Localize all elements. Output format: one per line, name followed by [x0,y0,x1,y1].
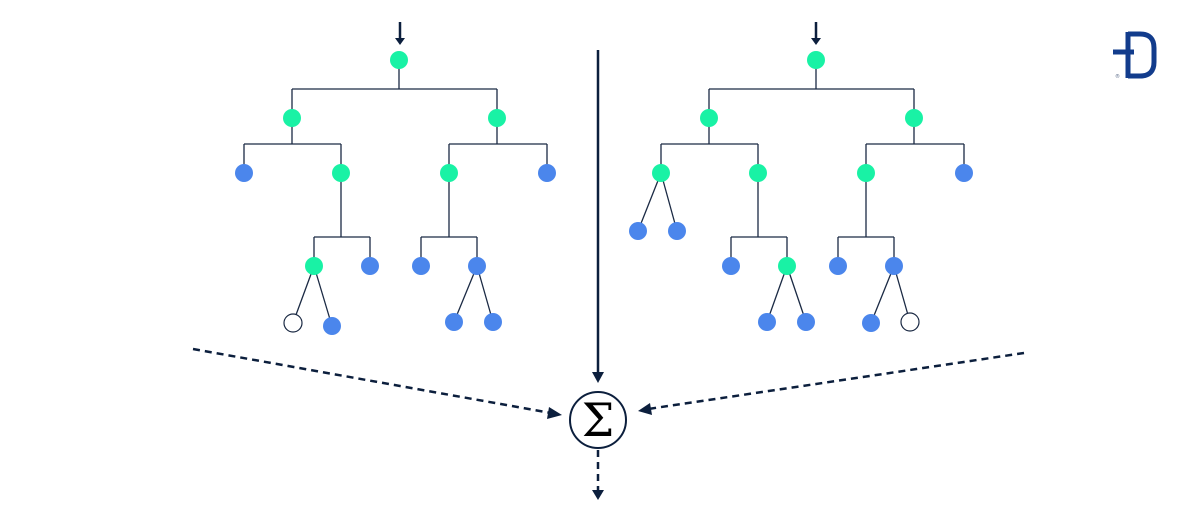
leaf-node [445,313,463,331]
decision-tree-right [629,22,973,332]
leaf-node [361,257,379,275]
leaf-node [538,164,556,182]
tree-branch [420,173,478,266]
split-node [778,257,796,275]
empty-leaf-node [283,313,303,333]
right-dashed-arrow [638,351,1025,415]
tree-branch [893,265,911,323]
split-node [905,109,923,127]
tree-branch [243,118,342,173]
split-node [305,257,323,275]
split-node [857,164,875,182]
sum-symbol: Σ [582,393,615,447]
tree-branch [313,265,333,327]
leaf-node [323,317,341,335]
leaf-node [758,313,776,331]
tree-branch [865,118,965,173]
sum-aggregator: Σ [569,391,627,449]
empty-leaf-node [900,312,920,332]
leaf-node [235,164,253,182]
tree-edges [637,60,965,324]
split-node [488,109,506,127]
tree-edges [243,60,548,327]
tree-branch [870,265,895,324]
tree-input-arrow [395,22,405,45]
center-arrow [592,50,604,383]
split-node [700,109,718,127]
tree-branch [708,60,915,118]
tree-branch [476,265,494,323]
registered-mark: ® [1115,73,1120,80]
leaf-node [629,222,647,240]
left-dashed-arrow [192,347,562,419]
tree-branch [766,265,788,323]
tree-branch [292,265,315,324]
split-node [440,164,458,182]
output-dashed-arrow [592,450,604,500]
leaf-node [468,257,486,275]
tree-branch [660,172,678,232]
leaf-node [412,257,430,275]
tree-branch [730,173,788,266]
brand-logo: ® [1113,31,1157,80]
split-node [390,51,408,69]
leaf-node [797,313,815,331]
leaf-node [484,313,502,331]
tree-branch [313,173,371,266]
decision-tree-left [235,22,556,335]
split-node [332,164,350,182]
split-node [749,164,767,182]
leaf-node [722,257,740,275]
tree-input-arrow [811,22,821,45]
tree-branch [453,265,478,323]
split-node [652,164,670,182]
tree-branch [786,265,807,323]
leaf-node [668,222,686,240]
tree-branch [637,172,662,232]
leaf-node [955,164,973,182]
tree-branch [660,118,759,173]
split-node [807,51,825,69]
tree-branch [291,60,498,118]
leaf-node [829,257,847,275]
split-node [283,109,301,127]
tree-branch [448,118,548,173]
leaf-node [885,257,903,275]
tree-branch [837,173,895,266]
leaf-node [862,314,880,332]
